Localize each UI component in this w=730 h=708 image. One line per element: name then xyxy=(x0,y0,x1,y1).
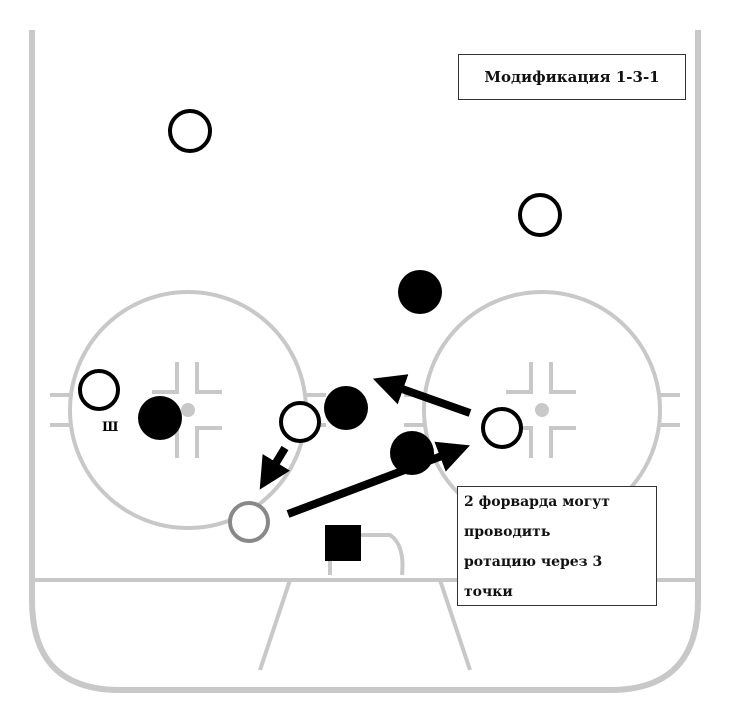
note-line: 2 форварда могут xyxy=(464,494,610,510)
defense-player xyxy=(398,270,442,314)
goalie xyxy=(325,525,361,561)
note-line: точки xyxy=(464,584,513,600)
offense-player xyxy=(481,407,523,449)
faceoff-dot-left xyxy=(181,403,195,417)
pass-arrow xyxy=(259,445,290,490)
offense-player xyxy=(518,193,562,237)
note-line: проводить xyxy=(464,524,551,540)
pass-arrow xyxy=(286,441,470,518)
trapezoid-left xyxy=(258,579,292,671)
diagram-title: Модификация 1-3-1 xyxy=(458,54,686,100)
offense-player xyxy=(78,369,120,411)
pass-arrow xyxy=(372,374,472,417)
note-box: 2 форварда могут проводить ротацию через… xyxy=(457,486,657,606)
defense-player xyxy=(324,386,368,430)
offense-player-moving xyxy=(228,501,270,543)
faceoff-dot-right xyxy=(535,403,549,417)
defense-player xyxy=(138,396,182,440)
offense-player xyxy=(168,109,212,153)
player-label: Ш xyxy=(102,420,119,435)
goal-crease xyxy=(328,533,405,576)
offense-player xyxy=(279,401,321,443)
note-line: ротацию через 3 xyxy=(464,554,603,570)
trapezoid-right xyxy=(438,579,472,671)
rink-boards xyxy=(29,30,701,693)
